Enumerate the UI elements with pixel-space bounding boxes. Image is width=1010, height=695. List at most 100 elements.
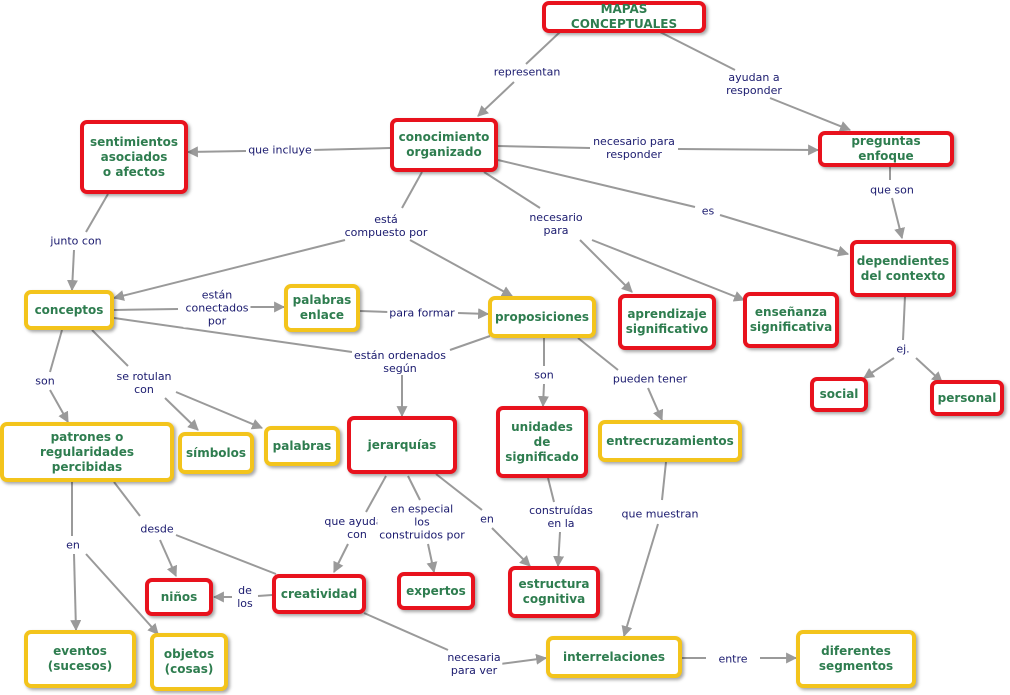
connector bbox=[449, 335, 491, 351]
link-ej: ej. bbox=[894, 342, 912, 356]
link-en-especial: en especial los construidos por bbox=[377, 502, 467, 542]
link-junto-con: junto con bbox=[48, 234, 104, 248]
node-sentimientos[interactable]: sentimientos asociados o afectos bbox=[80, 120, 188, 194]
connector bbox=[186, 146, 247, 158]
connector bbox=[621, 523, 659, 638]
connector bbox=[497, 145, 591, 149]
link-de-los: de los bbox=[235, 584, 255, 610]
connector bbox=[591, 239, 746, 302]
link-son-proposiciones: son bbox=[532, 368, 556, 382]
link-pueden-tener: pueden tener bbox=[610, 372, 690, 386]
link-construidas-en-la: construídas en la bbox=[527, 504, 595, 530]
connector bbox=[659, 31, 736, 71]
connector bbox=[112, 239, 346, 301]
link-estan-conectados-por: están conectados por bbox=[183, 288, 251, 328]
connector bbox=[426, 543, 438, 574]
node-preguntas-enfoque[interactable]: preguntas enfoque bbox=[818, 131, 954, 167]
node-palabras-enlace[interactable]: palabras enlace bbox=[284, 284, 360, 332]
connector bbox=[497, 159, 696, 208]
node-unidades-significado[interactable]: unidades de significado bbox=[496, 406, 588, 478]
connector bbox=[477, 81, 515, 117]
connector bbox=[409, 239, 513, 297]
connector bbox=[91, 329, 129, 367]
link-que-son: que son bbox=[868, 183, 916, 197]
node-dependientes-contexto[interactable]: dependientes del contexto bbox=[850, 240, 956, 297]
connector bbox=[49, 329, 63, 373]
connector bbox=[491, 527, 531, 567]
connector bbox=[915, 357, 943, 383]
connector bbox=[70, 553, 82, 632]
connector bbox=[175, 391, 264, 430]
connector bbox=[67, 249, 78, 292]
link-necesaria-para-ver: necesaria para ver bbox=[445, 651, 503, 677]
link-en-patrones: en bbox=[64, 538, 82, 552]
connector bbox=[499, 653, 548, 665]
link-representan: representan bbox=[491, 65, 563, 79]
link-en-jerarquias: en bbox=[478, 512, 496, 526]
connector bbox=[537, 383, 549, 408]
connector bbox=[577, 337, 619, 371]
link-estan-ordenados-segun: están ordenados según bbox=[352, 349, 448, 375]
connector bbox=[113, 308, 179, 311]
node-estructura-cognitiva[interactable]: estructura cognitiva bbox=[508, 566, 600, 618]
node-social[interactable]: social bbox=[810, 377, 868, 412]
link-ayudan-a-responder: ayudan a responder bbox=[724, 71, 784, 97]
node-personal[interactable]: personal bbox=[930, 380, 1004, 416]
connector bbox=[365, 475, 387, 513]
connector bbox=[359, 310, 389, 313]
connector bbox=[164, 397, 199, 431]
link-entre: entre bbox=[716, 652, 750, 666]
link-es: es bbox=[699, 204, 717, 218]
node-patrones-regularidades[interactable]: patrones o regularidades percibidas bbox=[0, 422, 174, 482]
connector bbox=[457, 308, 490, 320]
node-conocimiento-organizado[interactable]: conocimiento organizado bbox=[390, 118, 498, 172]
link-necesario-para: necesario para bbox=[527, 211, 585, 237]
node-creatividad[interactable]: creatividad bbox=[272, 574, 366, 614]
node-diferentes-segmentos[interactable]: diferentes segmentos bbox=[796, 630, 916, 688]
node-aprendizaje-significativo[interactable]: aprendizaje significativo bbox=[618, 294, 716, 350]
link-necesario-para-responder: necesario para responder bbox=[591, 135, 677, 161]
connector bbox=[113, 481, 141, 517]
connector bbox=[553, 531, 565, 568]
link-que-muestran: que muestran bbox=[619, 507, 701, 521]
node-ensenanza-significativa[interactable]: enseñanza significativa bbox=[743, 292, 839, 348]
connector bbox=[902, 295, 906, 341]
link-son-conceptos: son bbox=[33, 374, 57, 388]
node-conceptos[interactable]: conceptos bbox=[24, 290, 114, 330]
link-para-formar: para formar bbox=[387, 306, 457, 320]
connector bbox=[333, 543, 349, 573]
node-eventos-sucesos[interactable]: eventos (sucesos) bbox=[24, 630, 136, 688]
connector bbox=[483, 171, 541, 209]
connector bbox=[547, 477, 555, 503]
node-mapas-conceptuales[interactable]: MAPAS CONCEPTUALES bbox=[542, 1, 706, 33]
connector bbox=[891, 197, 905, 240]
node-ninos[interactable]: niños bbox=[145, 578, 213, 616]
connector bbox=[49, 389, 69, 423]
node-simbolos[interactable]: símbolos bbox=[178, 432, 254, 474]
link-que-incluye: que incluye bbox=[246, 143, 314, 157]
connector bbox=[769, 97, 852, 132]
connector bbox=[677, 144, 820, 156]
connector bbox=[175, 534, 277, 575]
connector bbox=[363, 612, 449, 651]
connector bbox=[85, 553, 159, 635]
node-jerarquias[interactable]: jerarquías bbox=[347, 416, 457, 474]
node-expertos[interactable]: expertos bbox=[397, 572, 475, 610]
link-esta-compuesto-por: está compuesto por bbox=[342, 213, 430, 239]
connector bbox=[159, 539, 178, 578]
connector bbox=[407, 475, 421, 501]
node-palabras[interactable]: palabras bbox=[264, 426, 340, 466]
node-interrelaciones[interactable]: interrelaciones bbox=[546, 636, 682, 678]
connector bbox=[113, 317, 353, 353]
connector bbox=[661, 461, 667, 501]
link-desde: desde bbox=[138, 522, 176, 536]
connector bbox=[85, 193, 109, 233]
link-se-rotulan-con: se rotulan con bbox=[114, 370, 174, 396]
node-objetos-cosas[interactable]: objetos (cosas) bbox=[150, 633, 228, 691]
connector bbox=[647, 387, 664, 422]
connector bbox=[311, 147, 391, 151]
connector bbox=[719, 214, 850, 257]
node-proposiciones[interactable]: proposiciones bbox=[488, 296, 596, 338]
node-entrecruzamientos[interactable]: entrecruzamientos bbox=[598, 420, 742, 462]
